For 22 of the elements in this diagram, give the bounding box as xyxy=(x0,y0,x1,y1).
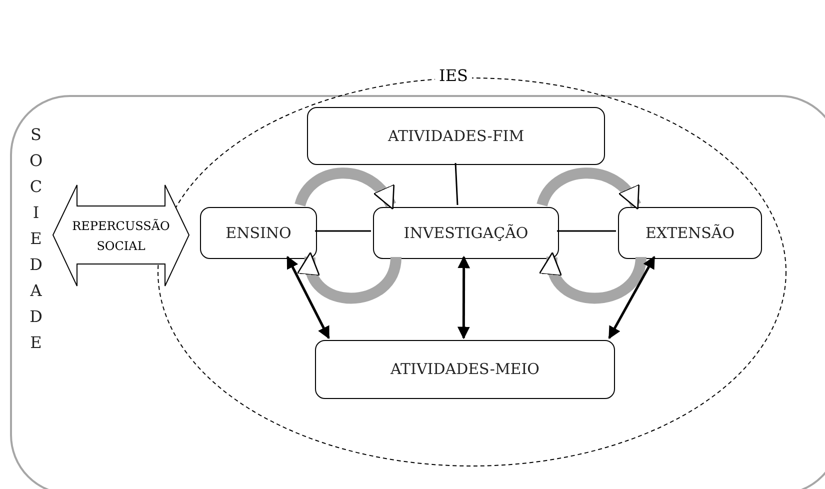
box-label: ENSINO xyxy=(226,222,292,244)
double-block-arrow xyxy=(52,184,190,287)
box-label: EXTENSÃO xyxy=(645,222,735,244)
curved-block-arrow xyxy=(541,252,646,304)
box-label: ATIVIDADES-MEIO xyxy=(390,359,540,380)
process-box xyxy=(200,207,317,259)
box-label: INVESTIGAÇÃO xyxy=(404,222,528,244)
process-box xyxy=(315,340,615,399)
arrow-text: REPERCUSSÃO SOCIAL xyxy=(71,218,171,254)
process-box xyxy=(618,207,762,259)
connector-line xyxy=(557,230,616,232)
process-box xyxy=(373,207,559,259)
curved-block-arrow xyxy=(536,168,641,210)
connector-line xyxy=(315,230,371,232)
process-box xyxy=(307,107,605,165)
double-arrow xyxy=(608,256,656,340)
connector-line xyxy=(454,162,458,206)
double-arrow xyxy=(457,256,470,340)
box-label: ATIVIDADES-FIM xyxy=(388,126,524,147)
curved-block-arrow xyxy=(299,252,402,304)
vertical-label: SOCIEDADE xyxy=(28,124,44,354)
double-arrow xyxy=(286,256,330,340)
